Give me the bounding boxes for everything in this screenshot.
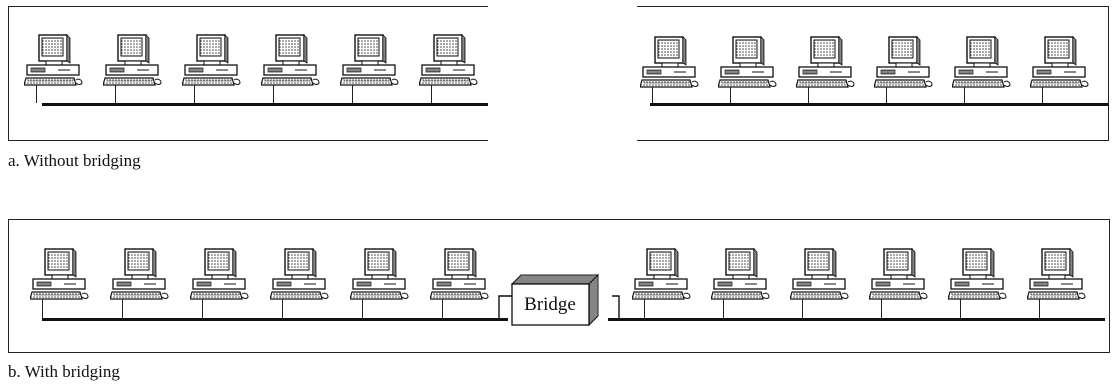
bridged-network-frame	[8, 219, 1110, 353]
lan-b-right-drop-cable-4	[881, 299, 882, 318]
lan-a-left-computer-4	[261, 34, 321, 92]
caption-without-bridging: a. Without bridging	[8, 151, 141, 170]
lan-a-left-computer-1	[24, 34, 84, 92]
lan-a-left-frame	[8, 6, 488, 141]
lan-a-right-computer-1	[640, 36, 700, 94]
lan-b-right-drop-cable-5	[960, 299, 961, 318]
lan-b-left-drop-cable-4	[282, 299, 283, 318]
lan-a-right-computer-4	[874, 36, 934, 94]
bridge-box-icon	[511, 274, 600, 326]
lan-a-right-drop-cable-6	[1042, 87, 1043, 103]
lan-b-left-drop-cable-2	[122, 299, 123, 318]
lan-b-left-cable	[42, 318, 508, 321]
lan-a-left-drop-cable-5	[352, 85, 353, 103]
lan-b-right-drop-cable-3	[802, 299, 803, 318]
desktop-computer-icon	[190, 248, 250, 306]
lan-a-right-cable	[650, 103, 1109, 106]
lan-a-right-drop-cable-5	[964, 87, 965, 103]
lan-b-right-drop-cable-2	[723, 299, 724, 318]
desktop-computer-icon	[1030, 36, 1090, 94]
desktop-computer-icon	[718, 36, 778, 94]
lan-a-right-frame	[637, 6, 1109, 141]
lan-b-right-drop-cable-6	[1039, 299, 1040, 318]
lan-b-left-drop-cable-1	[42, 299, 43, 318]
lan-b-right-computer-3	[790, 248, 850, 306]
desktop-computer-icon	[711, 248, 771, 306]
lan-b-left-computer-3	[190, 248, 250, 306]
lan-a-right-drop-cable-3	[808, 87, 809, 103]
lan-a-left-drop-cable-4	[273, 85, 274, 103]
desktop-computer-icon	[869, 248, 929, 306]
lan-b-right-computer-4	[869, 248, 929, 306]
lan-a-right-computer-2	[718, 36, 778, 94]
lan-b-right-cable	[608, 318, 1105, 321]
lan-b-right-computer-1	[632, 248, 692, 306]
lan-a-left-drop-cable-1	[36, 85, 37, 103]
desktop-computer-icon	[270, 248, 330, 306]
lan-b-right-computer-5	[948, 248, 1008, 306]
lan-b-left-computer-1	[30, 248, 90, 306]
lan-a-left-computer-5	[340, 34, 400, 92]
desktop-computer-icon	[790, 248, 850, 306]
desktop-computer-icon	[261, 34, 321, 92]
desktop-computer-icon	[182, 34, 242, 92]
lan-b-left-computer-5	[350, 248, 410, 306]
desktop-computer-icon	[952, 36, 1012, 94]
lan-a-left-computer-2	[103, 34, 163, 92]
lan-a-left-computer-3	[182, 34, 242, 92]
desktop-computer-icon	[30, 248, 90, 306]
bridge-label: Bridge	[524, 294, 576, 315]
desktop-computer-icon	[430, 248, 490, 306]
desktop-computer-icon	[948, 248, 1008, 306]
lan-a-left-computer-6	[419, 34, 479, 92]
lan-b-right-computer-2	[711, 248, 771, 306]
lan-b-left-drop-cable-5	[362, 299, 363, 318]
caption-with-bridging: b. With bridging	[8, 362, 120, 381]
lan-a-right-drop-cable-1	[652, 87, 653, 103]
desktop-computer-icon	[24, 34, 84, 92]
lan-a-left-drop-cable-3	[194, 85, 195, 103]
desktop-computer-icon	[796, 36, 856, 94]
desktop-computer-icon	[1027, 248, 1087, 306]
bridge-connectors	[498, 295, 620, 319]
lan-b-left-computer-4	[270, 248, 330, 306]
lan-b-left-computer-2	[110, 248, 170, 306]
lan-a-right-computer-5	[952, 36, 1012, 94]
desktop-computer-icon	[340, 34, 400, 92]
lan-a-left-drop-cable-6	[431, 85, 432, 103]
desktop-computer-icon	[350, 248, 410, 306]
lan-a-right-computer-3	[796, 36, 856, 94]
lan-a-left-cable	[42, 103, 488, 106]
lan-a-right-computer-6	[1030, 36, 1090, 94]
lan-a-right-drop-cable-4	[886, 87, 887, 103]
lan-b-left-computer-6	[430, 248, 490, 306]
lan-b-right-drop-cable-1	[644, 299, 645, 318]
desktop-computer-icon	[103, 34, 163, 92]
desktop-computer-icon	[874, 36, 934, 94]
lan-b-left-drop-cable-6	[442, 299, 443, 318]
lan-a-left-drop-cable-2	[115, 85, 116, 103]
lan-a-right-drop-cable-2	[730, 87, 731, 103]
lan-b-right-computer-6	[1027, 248, 1087, 306]
desktop-computer-icon	[640, 36, 700, 94]
bridge-device: Bridge	[511, 274, 601, 326]
desktop-computer-icon	[110, 248, 170, 306]
desktop-computer-icon	[419, 34, 479, 92]
desktop-computer-icon	[632, 248, 692, 306]
lan-b-left-drop-cable-3	[202, 299, 203, 318]
